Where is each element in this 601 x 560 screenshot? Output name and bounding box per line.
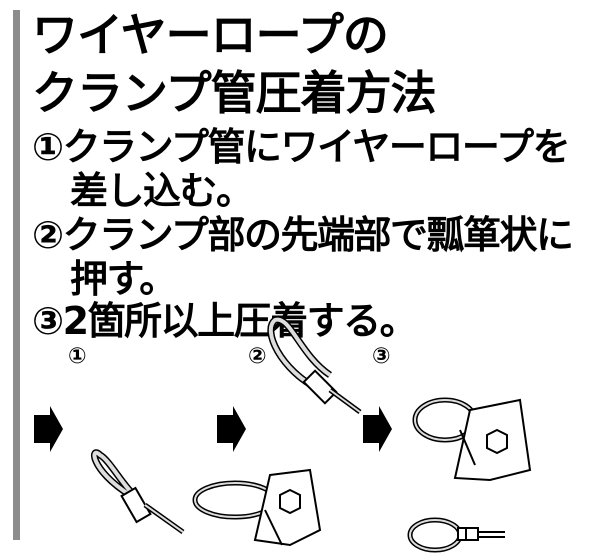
- wire-loop-with-sleeve-1: [91, 449, 185, 535]
- wire-loop-with-sleeve-2: [267, 316, 362, 415]
- arrow-icon: [34, 406, 63, 452]
- crimping-tool-2: [192, 468, 322, 547]
- title-line-2: クランプ管圧着方法: [32, 66, 437, 120]
- figure-label-1: ①: [68, 344, 87, 369]
- step-2-line-2: 押す。: [70, 257, 177, 301]
- figure-label-3: ③: [372, 344, 391, 369]
- crimping-tool-3: [412, 397, 532, 482]
- step-2-line-1: ②クランプ部の先端部で瓢箪状に: [32, 213, 574, 257]
- figure-label-2: ②: [248, 344, 267, 369]
- step-1-line-2: 差し込む。: [70, 169, 254, 213]
- step-1-line-1: ①クランプ管にワイヤーロープを: [32, 125, 571, 169]
- title-line-1: ワイヤーロープの: [32, 8, 389, 62]
- crimped-wire-loop-result: [407, 517, 505, 553]
- arrow-icon: [217, 406, 246, 452]
- arrow-icon: [363, 406, 392, 452]
- accent-bar: [13, 10, 20, 540]
- step-3-line-1: ③2箇所以上圧着する。: [32, 299, 418, 343]
